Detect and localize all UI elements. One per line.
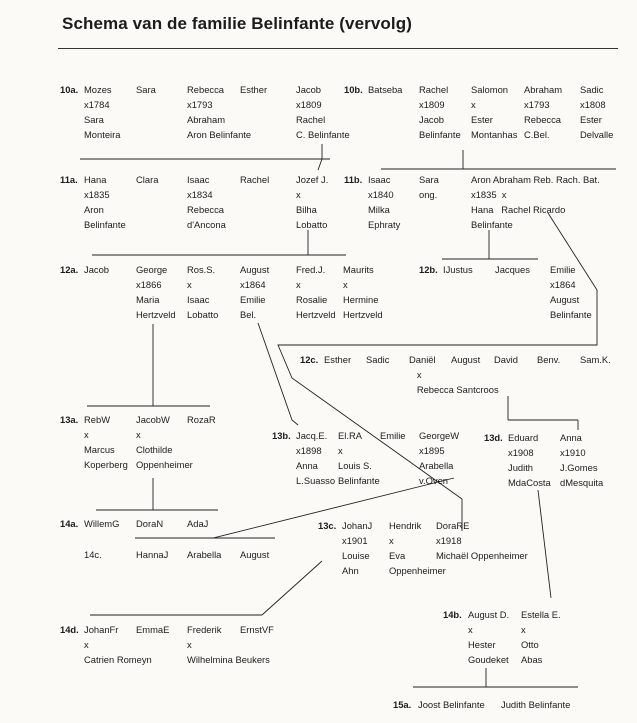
person-13c-johanj: JohanJ x1901 Louise Ahn [342, 520, 373, 576]
person-10a-esther: Esther [240, 84, 268, 95]
person-11b-isaac: Isaac x1840 Milka Ephraty [368, 174, 401, 230]
generation-label-14c: 14c. [84, 549, 102, 560]
person-11a-jozef: Jozef J. x Bilha Lobatto [296, 174, 329, 230]
person-11a-hana: Hana x1835 Aron Belinfante [84, 174, 126, 230]
person-14b-estella: Estella E. x Otto Abas [521, 609, 561, 665]
person-12c-benv: Benv. [537, 354, 561, 365]
person-12a-fred: Fred.J. x Rosalie Hertzveld [296, 264, 336, 320]
person-12a-august: August x1864 Emilie Bel. [240, 264, 270, 320]
person-12c-david: David [494, 354, 518, 365]
generation-label-12a: 12a. [60, 264, 79, 275]
person-12a-maurits: Maurits x Hermine Hertzveld [343, 264, 383, 320]
person-14d-johanfr: JohanFr x Catrien Romeyn [84, 624, 152, 665]
person-12a-jacob: Jacob [84, 264, 110, 275]
generation-label-11a: 11a. [60, 174, 78, 185]
person-13a-rebw: RebW x Marcus Koperberg [84, 414, 128, 470]
generation-label-12b: 12b. [419, 264, 438, 275]
generation-label-13b: 13b. [272, 430, 291, 441]
generation-label-14a: 14a. [60, 518, 79, 529]
person-13d-eduard: Eduard x1908 Judith MdaCosta [508, 432, 551, 488]
person-13b-jacq: Jacq.E. x1898 Anna L.Suasso [296, 430, 336, 486]
person-13a-rozar: RozaR [187, 414, 216, 425]
person-14a-willemg: WillemG [84, 518, 120, 529]
person-14c-arabella: Arabella [187, 549, 222, 560]
person-10a-mozes: Mozes x1784 Sara Monteira [84, 84, 121, 140]
person-10b-rachel: Rachel x1809 Jacob Belinfante [419, 84, 461, 140]
person-14d-frederik: Frederik x Wilhelmina Beukers [187, 624, 270, 665]
person-10a-sara: Sara [136, 84, 156, 95]
person-11a-clara: Clara [136, 174, 159, 185]
person-12a-george: George x1866 Maria Hertzveld [136, 264, 176, 320]
person-12c-daniel: Daniël x Rebecca Santcroos [409, 354, 499, 395]
person-13d-anna: Anna x1910 J.Gomes dMesquita [560, 432, 604, 488]
generation-label-13d: 13d. [484, 432, 503, 443]
person-14c-hannaj: HannaJ [136, 549, 169, 560]
person-12c-esther: Esther [324, 354, 352, 365]
person-14d-ernstvf: ErnstVF [240, 624, 274, 635]
person-15a-judith: Judith Belinfante [501, 699, 571, 710]
person-15a-joost: Joost Belinfante [418, 699, 485, 710]
person-12a-ros: Ros.S. x Isaac Lobatto [187, 264, 219, 320]
generation-label-10b: 10b. [344, 84, 363, 95]
generation-label-14d: 14d. [60, 624, 79, 635]
generation-label-14b: 14b. [443, 609, 462, 620]
person-10b-sadic: Sadic x1808 Ester Delvalle [580, 84, 614, 140]
person-10a-rebecca: Rebecca x1793 Abraham Aron Belinfante [187, 84, 252, 140]
generation-label-12c: 12c. [300, 354, 319, 365]
person-12b-ijustus: IJustus [443, 264, 473, 275]
person-12b-emilie: Emilie x1864 August Belinfante [550, 264, 592, 320]
person-14c-august: August [240, 549, 270, 560]
person-13c-hendrik: Hendrik x Eva Oppenheimer [389, 520, 446, 576]
person-13a-jacobw: JacobW x Clothilde Oppenheimer [136, 414, 193, 470]
title-rule [58, 48, 618, 49]
person-11a-rachel: Rachel [240, 174, 270, 185]
generation-label-11b: 11b. [344, 174, 363, 185]
person-12c-samk: Sam.K. [580, 354, 611, 365]
page-title: Schema van de familie Belinfante (vervol… [62, 14, 412, 33]
generation-label-13a: 13a. [60, 414, 79, 425]
person-11b-siblings: Aron Abraham Reb. Rach. Bat. x1835 x Han… [471, 174, 600, 230]
generation-label-10a: 10a. [60, 84, 79, 95]
generation-label-15a: 15a. [393, 699, 412, 710]
person-13b-emilie: Emilie [380, 430, 406, 441]
person-10b-abraham: Abraham x1793 Rebecca C.Bel. [524, 84, 563, 140]
person-10b-batseba: Batseba [368, 84, 403, 95]
person-14d-emmae: EmmaE [136, 624, 170, 635]
person-13b-georgew: GeorgeW x1895 Arabella v.Oven [419, 430, 460, 486]
person-14b-august: August D. x Hester Goudeket [468, 609, 510, 665]
generation-label-13c: 13c. [318, 520, 337, 531]
person-12b-jacques: Jacques [495, 264, 530, 275]
person-13b-elra: El.RA x Louis S. Belinfante [338, 430, 380, 486]
person-14a-doran: DoraN [136, 518, 164, 529]
person-10a-jacob: Jacob x1809 Rachel C. Belinfante [296, 84, 350, 140]
person-12c-august: August [451, 354, 481, 365]
person-12c-sadic: Sadic [366, 354, 390, 365]
person-14a-adaj: AdaJ [187, 518, 209, 529]
person-10b-salomon: Salomon x Ester Montanhas [471, 84, 518, 140]
person-11b-sara: Sara ong. [419, 174, 439, 200]
person-11a-isaac: Isaac x1834 Rebecca d'Ancona [187, 174, 226, 230]
person-13c-dorare: DoraRE x1918 Michaël Oppenheimer [436, 520, 528, 561]
